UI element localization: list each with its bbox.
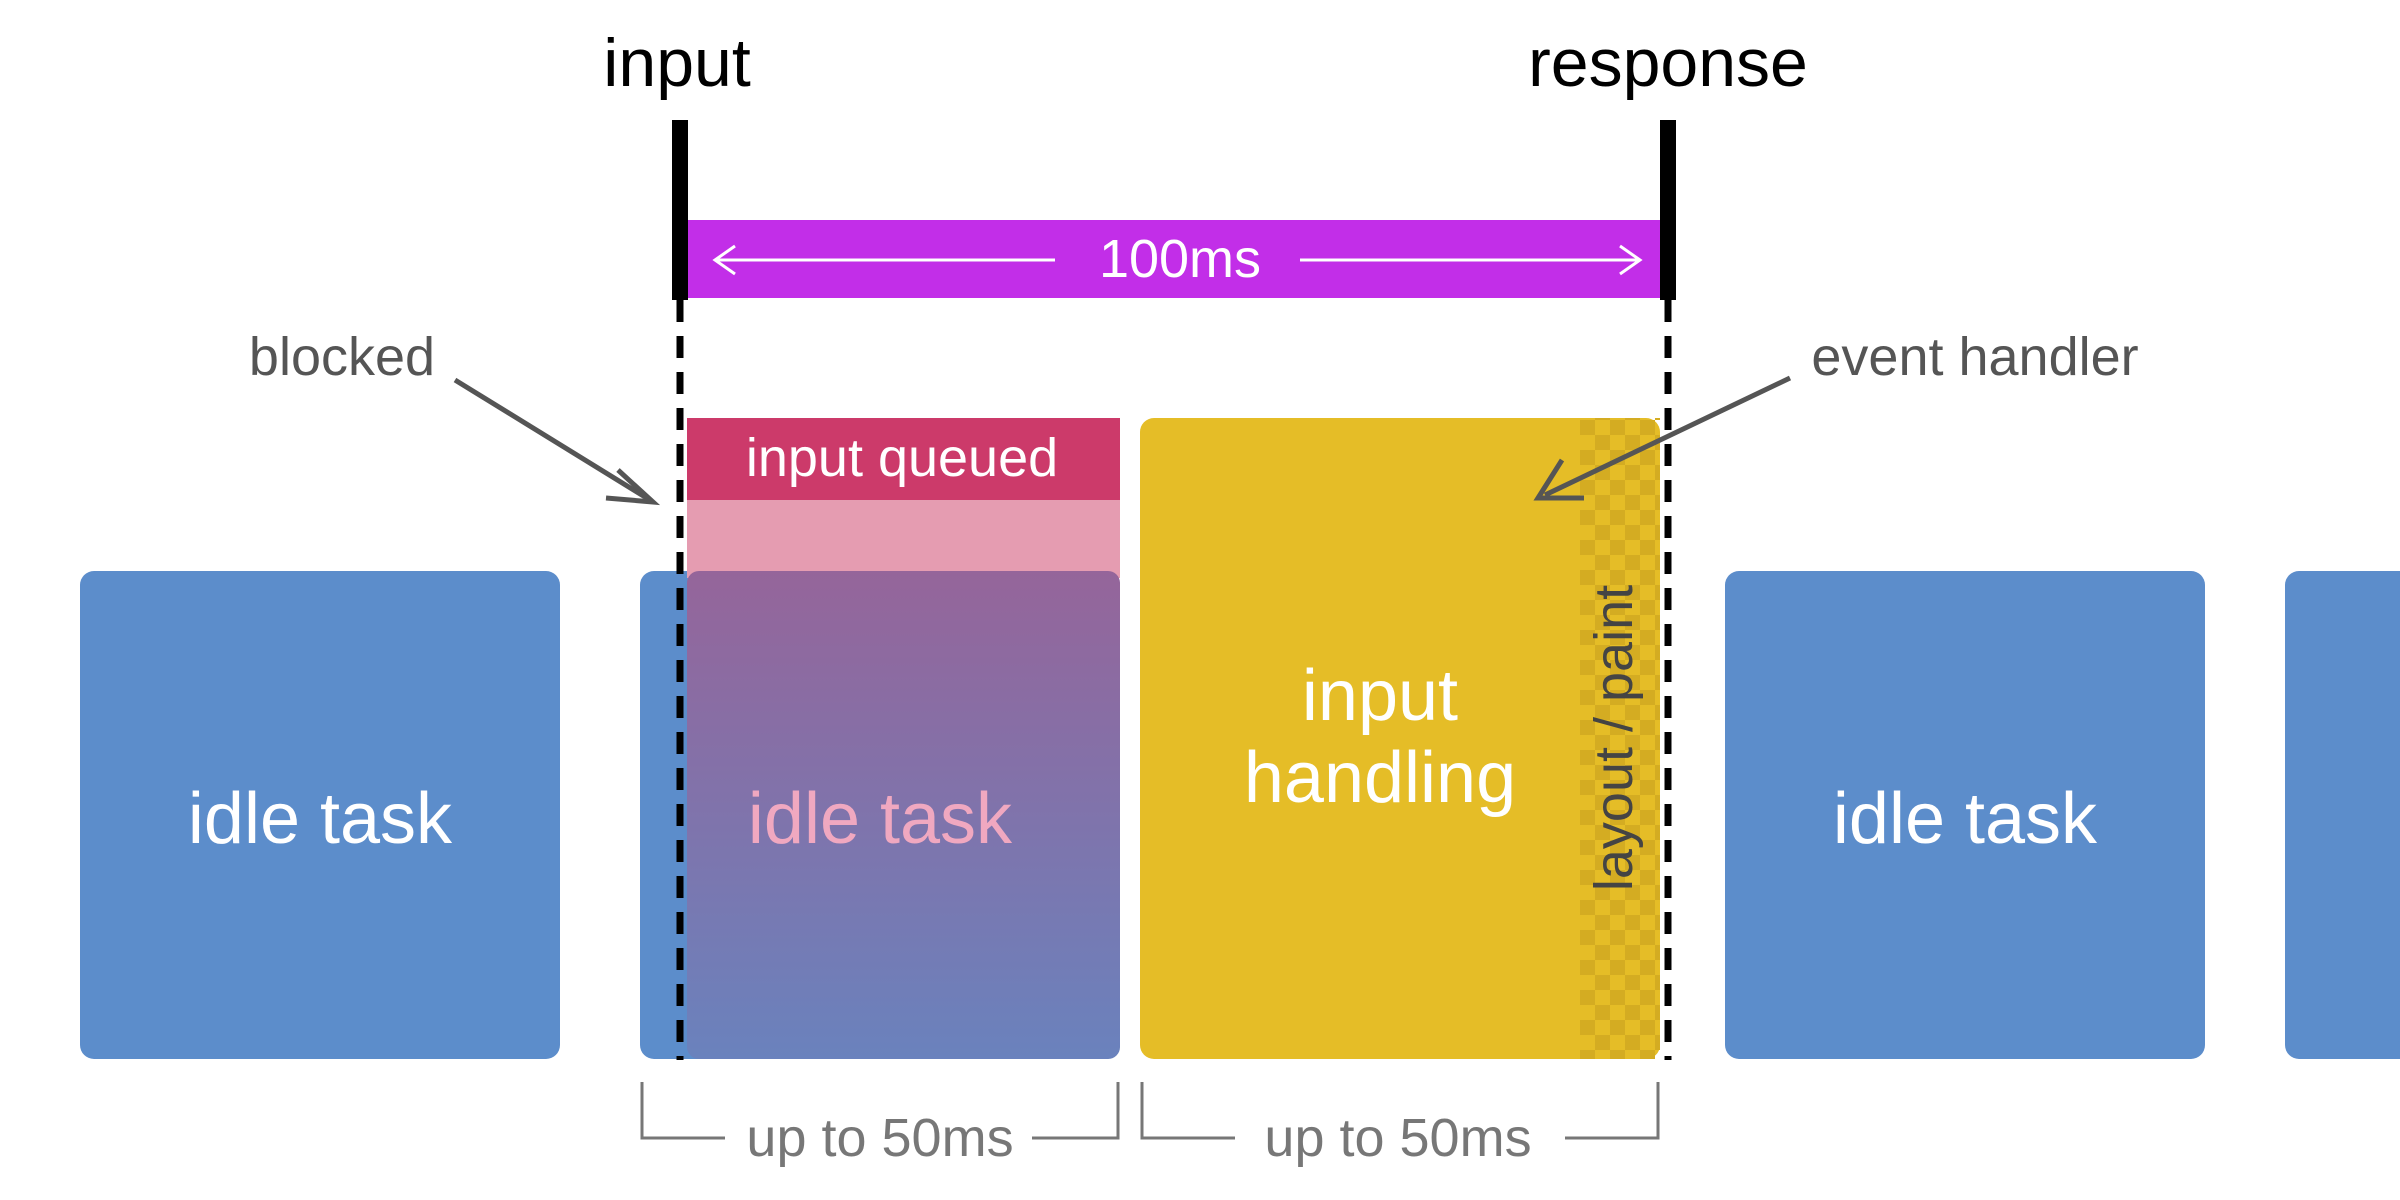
blocked-label: blocked xyxy=(249,327,435,387)
idle-task-label: idle task xyxy=(1833,779,2098,859)
event-handler-arrowhead xyxy=(1533,458,1584,501)
duration-arrowhead-right xyxy=(1619,244,1643,276)
brace-label: up to 50ms xyxy=(1264,1108,1531,1168)
brace-left xyxy=(640,1082,1120,1140)
event-handler-arrow xyxy=(1543,375,1792,498)
idle-task-label: idle task xyxy=(748,779,1013,859)
idle-task-label: idle task xyxy=(188,779,453,859)
input-handling-label-line2: handling xyxy=(1244,738,1516,818)
idle-task-block xyxy=(80,571,560,1059)
input-queued-bar xyxy=(687,418,1120,500)
input-handling-label-line1: input xyxy=(1302,656,1458,736)
idle-task-block-partial xyxy=(2285,571,2400,1059)
input-marker-line xyxy=(672,120,688,300)
input-handling-block xyxy=(1140,418,1660,1059)
layout-paint-strip xyxy=(1580,418,1660,1059)
brace-label: up to 50ms xyxy=(746,1108,1013,1168)
duration-arrowhead-left xyxy=(712,244,736,276)
response-marker-line xyxy=(1660,120,1676,300)
blocked-arrowhead xyxy=(605,468,661,506)
input-queued-label: input queued xyxy=(746,428,1058,488)
blocked-arrow xyxy=(453,377,652,503)
response-marker-label: response xyxy=(1528,25,1808,101)
duration-label: 100ms xyxy=(1099,229,1261,289)
input-marker-label: input xyxy=(603,25,751,101)
queued-light-region xyxy=(687,498,1120,578)
idle-task-block xyxy=(1725,571,2205,1059)
event-handler-label: event handler xyxy=(1811,327,2138,387)
layout-paint-label: layout / paint xyxy=(1584,585,1644,891)
blocked-overlay xyxy=(687,571,1120,1059)
brace-right xyxy=(1140,1082,1660,1140)
